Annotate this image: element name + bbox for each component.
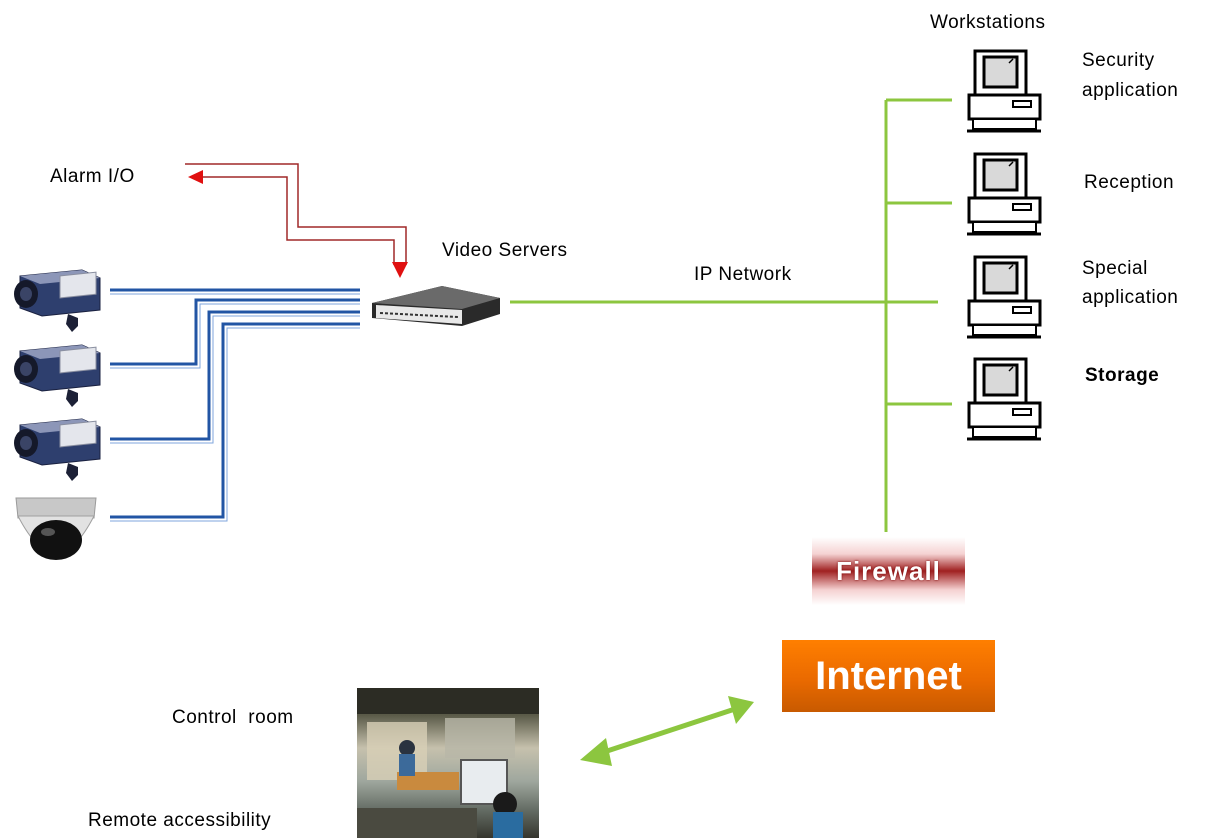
security-application-label-line2: application xyxy=(1082,80,1179,101)
special-application-label-line1: Special xyxy=(1082,258,1148,279)
special-application-label-line2: application xyxy=(1082,287,1179,308)
box-camera-icon xyxy=(13,344,101,408)
video-servers-label: Video Servers xyxy=(442,240,568,261)
remote-access-arrow xyxy=(580,696,754,766)
workstations-label: Workstations xyxy=(930,12,1046,33)
camera-cables xyxy=(110,288,360,519)
control-room-photo xyxy=(357,688,539,838)
dome-camera-icon xyxy=(15,497,97,560)
storage-label: Storage xyxy=(1085,365,1160,386)
internet-badge: Internet xyxy=(782,640,995,712)
alarm-arrow-left xyxy=(188,170,203,184)
security-application-label-line1: Security xyxy=(1082,50,1155,71)
box-camera-icon xyxy=(13,418,101,482)
ip-network-lines xyxy=(510,98,952,532)
computer-icon xyxy=(965,152,1043,236)
firewall-badge: Firewall xyxy=(812,537,965,605)
alarm-arrow-down xyxy=(392,262,408,278)
computer-icon xyxy=(965,49,1043,133)
reception-label: Reception xyxy=(1084,172,1175,193)
box-camera-icon xyxy=(13,269,101,333)
alarm-io-label: Alarm I/O xyxy=(50,166,135,187)
ip-network-label: IP Network xyxy=(694,264,792,285)
computer-icon xyxy=(965,255,1043,339)
alarm-io-lines xyxy=(185,163,407,265)
computer-icon xyxy=(965,357,1043,441)
video-server-icon xyxy=(372,286,500,326)
control-room-label: Control room xyxy=(172,707,294,728)
camera-cable-highlights xyxy=(110,293,360,522)
control-room-scene xyxy=(357,688,539,838)
remote-accessibility-label: Remote accessibility xyxy=(88,810,272,831)
